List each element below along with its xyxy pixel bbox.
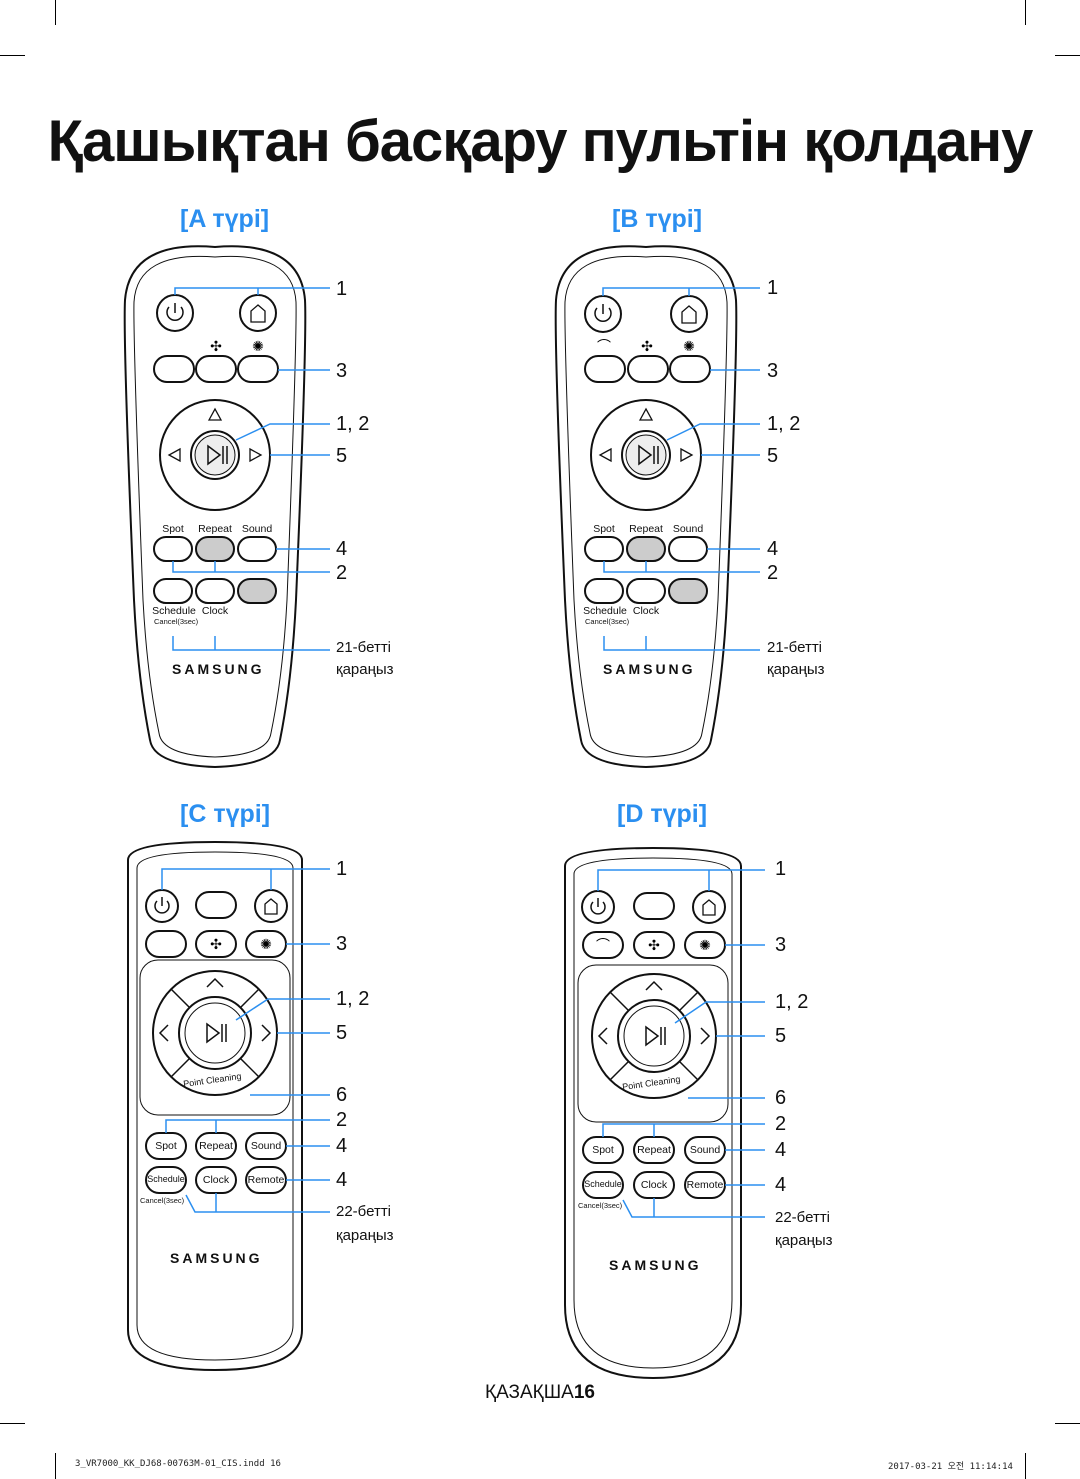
callout-4: 4 xyxy=(775,1174,787,1196)
crop-mark xyxy=(1055,1423,1080,1424)
crop-mark xyxy=(1055,55,1080,56)
page-ref-22: 22-бетті xyxy=(775,1209,831,1226)
crop-mark xyxy=(1025,1453,1026,1479)
crop-mark xyxy=(0,1423,25,1424)
callout-2: 2 xyxy=(775,1113,787,1135)
svg-text:✺: ✺ xyxy=(260,937,272,953)
callout-4: 4 xyxy=(336,1135,348,1157)
cancel-label: Cancel(3sec) xyxy=(585,617,630,626)
callout-4: 4 xyxy=(336,1169,348,1191)
callout-4: 4 xyxy=(336,538,348,560)
svg-text:✣: ✣ xyxy=(210,937,222,953)
callout-3: 3 xyxy=(767,360,779,382)
crop-mark xyxy=(1025,0,1026,25)
sound-label: Sound xyxy=(241,523,273,535)
callout-1: 1 xyxy=(336,278,348,300)
sound-label: Sound xyxy=(689,1144,721,1156)
repeat-label: Repeat xyxy=(198,523,232,535)
page-ref-21: 21-бетті xyxy=(336,639,392,656)
remote-c-drawing: ✣ ✺ xyxy=(127,840,330,1372)
remote-b-drawing: ⌒ ✣ ✺ xyxy=(554,245,760,769)
callout-4: 4 xyxy=(775,1139,787,1161)
section-d-heading: [D түрі] xyxy=(617,800,708,828)
section-a-heading: [A түрі] xyxy=(180,205,270,233)
callout-1-2: 1, 2 xyxy=(775,991,809,1013)
clock-label: Clock xyxy=(632,605,660,617)
page-title: Қашықтан басқару пультін қолдану xyxy=(47,109,1034,174)
clock-label: Clock xyxy=(201,605,229,617)
sound-label: Sound xyxy=(250,1140,282,1152)
remote-label: Remote xyxy=(247,1174,285,1186)
callout-5: 5 xyxy=(767,445,779,467)
brand-logo: SAMSUNG xyxy=(603,661,696,677)
callout-1: 1 xyxy=(767,277,779,299)
repeat-label: Repeat xyxy=(637,1144,671,1156)
callout-3: 3 xyxy=(336,360,348,382)
callout-5: 5 xyxy=(336,1022,348,1044)
spot-label: Spot xyxy=(155,1140,177,1152)
svg-text:✺: ✺ xyxy=(683,339,695,355)
page-ref-look: қараңыз xyxy=(775,1232,833,1249)
page-ref-look: қараңыз xyxy=(767,661,825,678)
cancel-label: Cancel(3sec) xyxy=(140,1196,185,1205)
callout-3: 3 xyxy=(336,933,348,955)
brand-logo: SAMSUNG xyxy=(170,1250,263,1266)
page-ref-look: қараңыз xyxy=(336,1227,394,1244)
callout-3: 3 xyxy=(775,934,787,956)
callout-5: 5 xyxy=(336,445,348,467)
spot-label: Spot xyxy=(592,1144,614,1156)
page-ref-21: 21-бетті xyxy=(767,639,823,656)
callout-1-2: 1, 2 xyxy=(767,413,801,435)
cancel-label: Cancel(3sec) xyxy=(154,617,199,626)
brand-logo: SAMSUNG xyxy=(609,1257,702,1273)
print-timestamp: 2017-03-21 오전 11:14:14 xyxy=(888,1462,1013,1472)
brand-logo: SAMSUNG xyxy=(172,661,265,677)
schedule-label: Schedule xyxy=(152,605,196,617)
svg-text:✺: ✺ xyxy=(252,339,264,355)
repeat-label: Repeat xyxy=(199,1140,233,1152)
spot-label: Spot xyxy=(162,523,184,535)
page-number: 16 xyxy=(573,1382,595,1403)
callout-6: 6 xyxy=(775,1087,787,1109)
callout-6: 6 xyxy=(336,1084,348,1106)
remote-label: Remote xyxy=(686,1179,724,1191)
svg-text:✣: ✣ xyxy=(210,339,222,355)
callout-2: 2 xyxy=(336,562,348,584)
page-ref-22: 22-бетті xyxy=(336,1203,392,1220)
sound-label: Sound xyxy=(672,523,704,535)
crop-mark xyxy=(0,55,25,56)
cancel-label: Cancel(3sec) xyxy=(578,1201,623,1210)
page-footer-language: ҚАЗАҚША16 xyxy=(0,1382,1080,1404)
callout-2: 2 xyxy=(336,1109,348,1131)
schedule-label: Schedule xyxy=(584,1179,622,1189)
callout-5: 5 xyxy=(775,1025,787,1047)
remote-a-drawing: ✣ ✺ xyxy=(123,245,330,769)
svg-text:✣: ✣ xyxy=(648,938,660,954)
clock-label: Clock xyxy=(202,1174,230,1186)
callout-2: 2 xyxy=(767,562,779,584)
schedule-label: Schedule xyxy=(583,605,627,617)
svg-text:✣: ✣ xyxy=(641,339,653,355)
spot-label: Spot xyxy=(593,523,615,535)
svg-text:✺: ✺ xyxy=(699,938,711,954)
indd-file-info: 3_VR7000_KK_DJ68-00763M-01_CIS.indd 16 xyxy=(75,1459,281,1469)
section-b-heading: [B түрі] xyxy=(612,205,703,233)
repeat-label: Repeat xyxy=(629,523,663,535)
callout-1: 1 xyxy=(775,858,787,880)
svg-text:⌒: ⌒ xyxy=(596,938,610,954)
crop-mark xyxy=(55,0,56,25)
callout-1: 1 xyxy=(336,858,348,880)
callout-4: 4 xyxy=(767,538,779,560)
schedule-label: Schedule xyxy=(147,1174,185,1184)
clock-label: Clock xyxy=(640,1179,668,1191)
crop-mark xyxy=(55,1453,56,1479)
section-c-heading: [C түрі] xyxy=(180,800,271,828)
svg-text:⌒: ⌒ xyxy=(597,339,611,355)
remote-d-drawing: ⌒ ✣ ✺ xyxy=(564,846,765,1380)
callout-1-2: 1, 2 xyxy=(336,413,370,435)
language-label: ҚАЗАҚША xyxy=(485,1382,574,1403)
callout-1-2: 1, 2 xyxy=(336,988,370,1010)
page-ref-look: қараңыз xyxy=(336,661,394,678)
